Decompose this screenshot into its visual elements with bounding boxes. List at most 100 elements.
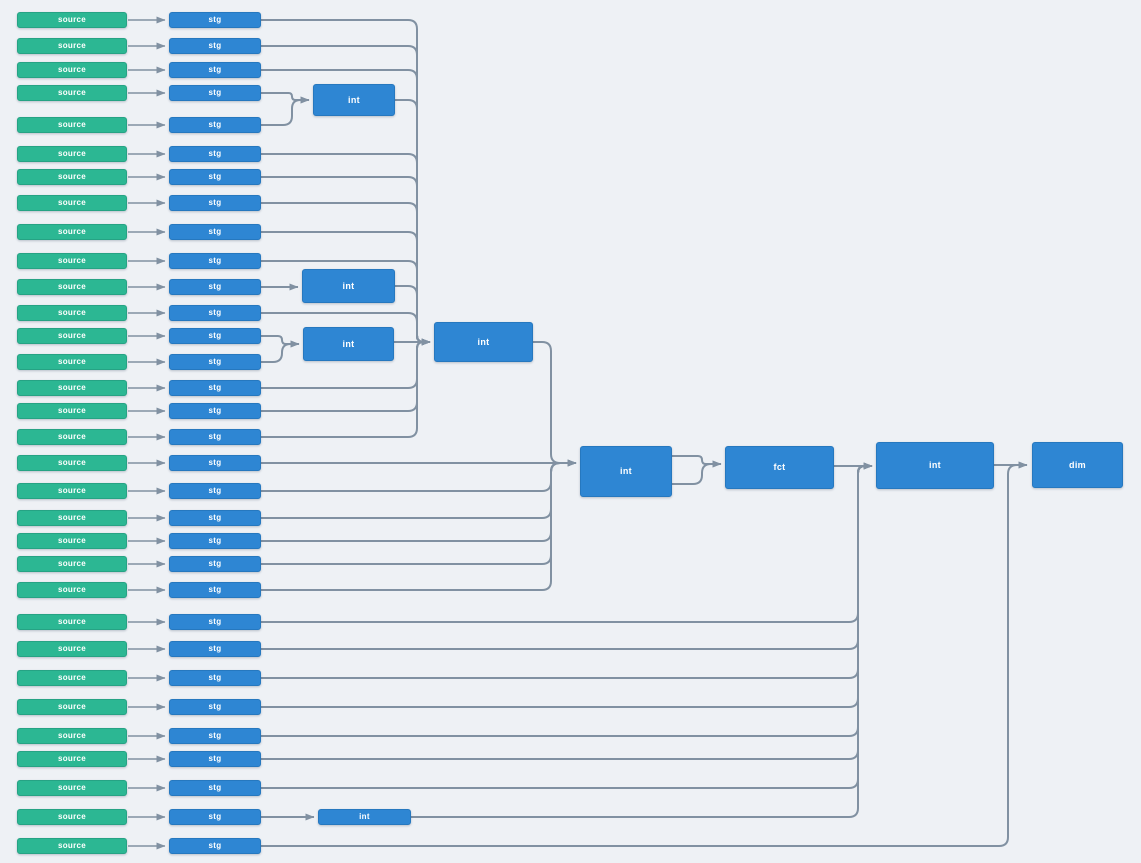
node-label: stg [208,41,222,50]
node-stg[interactable]: stg [169,670,261,686]
node-stg[interactable]: stg [169,614,261,630]
node-dim[interactable]: dim [1032,442,1123,488]
edge [261,462,873,708]
node-stg[interactable]: stg [169,429,261,445]
node-label: fct [773,462,786,472]
node-source[interactable]: source [17,556,127,572]
node-stg[interactable]: stg [169,38,261,54]
node-stg[interactable]: stg [169,780,261,796]
node-source[interactable]: source [17,483,127,499]
node-label: stg [208,120,222,129]
node-source[interactable]: source [17,728,127,744]
node-source[interactable]: source [17,224,127,240]
node-label: int [342,280,355,291]
node-source[interactable]: source [17,429,127,445]
node-stg[interactable]: stg [169,195,261,211]
node-stg[interactable]: stg [169,354,261,370]
node-stg[interactable]: stg [169,533,261,549]
node-int[interactable]: int [434,322,533,362]
node-stg[interactable]: stg [169,751,261,767]
node-source[interactable]: source [17,510,127,526]
node-source[interactable]: source [17,403,127,419]
node-source[interactable]: source [17,305,127,321]
node-label: stg [208,536,222,545]
node-label: source [57,536,87,545]
node-source[interactable]: source [17,838,127,854]
node-stg[interactable]: stg [169,328,261,344]
edge [261,462,873,737]
node-int[interactable]: int [876,442,994,489]
node-int[interactable]: int [302,269,395,303]
node-stg[interactable]: stg [169,12,261,28]
node-label: source [57,357,87,366]
node-stg[interactable]: stg [169,838,261,854]
node-source[interactable]: source [17,117,127,133]
node-source[interactable]: source [17,12,127,28]
edge [261,459,577,591]
node-stg[interactable]: stg [169,728,261,744]
node-source[interactable]: source [17,169,127,185]
edge [261,176,431,346]
node-label: int [929,460,941,470]
node-stg[interactable]: stg [169,279,261,295]
node-label: stg [208,458,222,467]
node-source[interactable]: source [17,780,127,796]
node-stg[interactable]: stg [169,224,261,240]
node-source[interactable]: source [17,582,127,598]
node-source[interactable]: source [17,62,127,78]
node-label: stg [208,841,222,850]
node-stg[interactable]: stg [169,556,261,572]
node-stg[interactable]: stg [169,380,261,396]
node-stg[interactable]: stg [169,483,261,499]
node-stg[interactable]: stg [169,169,261,185]
node-source[interactable]: source [17,253,127,269]
node-stg[interactable]: stg [169,85,261,101]
node-int[interactable]: int [303,327,394,361]
node-source[interactable]: source [17,146,127,162]
node-source[interactable]: source [17,195,127,211]
node-label: source [57,673,87,682]
node-source[interactable]: source [17,38,127,54]
node-source[interactable]: source [17,328,127,344]
node-label: stg [208,432,222,441]
node-stg[interactable]: stg [169,809,261,825]
node-source[interactable]: source [17,455,127,471]
node-stg[interactable]: stg [169,62,261,78]
node-source[interactable]: source [17,614,127,630]
node-source[interactable]: source [17,670,127,686]
node-label: source [57,256,87,265]
node-stg[interactable]: stg [169,455,261,471]
node-label: stg [208,559,222,568]
node-int[interactable]: int [313,84,395,116]
node-stg[interactable]: stg [169,510,261,526]
node-stg[interactable]: stg [169,146,261,162]
node-source[interactable]: source [17,751,127,767]
node-source[interactable]: source [17,279,127,295]
node-label: stg [208,702,222,711]
node-stg[interactable]: stg [169,582,261,598]
node-stg[interactable]: stg [169,403,261,419]
node-int[interactable]: int [580,446,672,497]
node-fct[interactable]: fct [725,446,834,489]
node-label: source [57,731,87,740]
node-label: int [348,94,360,105]
node-source[interactable]: source [17,809,127,825]
node-source[interactable]: source [17,533,127,549]
node-source[interactable]: source [17,85,127,101]
node-source[interactable]: source [17,699,127,715]
node-int[interactable]: int [318,809,411,825]
edge [261,340,300,363]
node-stg[interactable]: stg [169,641,261,657]
node-source[interactable]: source [17,380,127,396]
node-source[interactable]: source [17,641,127,657]
edge [261,92,310,104]
node-label: int [342,338,355,349]
node-stg[interactable]: stg [169,117,261,133]
edge [672,455,722,468]
node-stg[interactable]: stg [169,699,261,715]
node-source[interactable]: source [17,354,127,370]
node-stg[interactable]: stg [169,305,261,321]
node-stg[interactable]: stg [169,253,261,269]
